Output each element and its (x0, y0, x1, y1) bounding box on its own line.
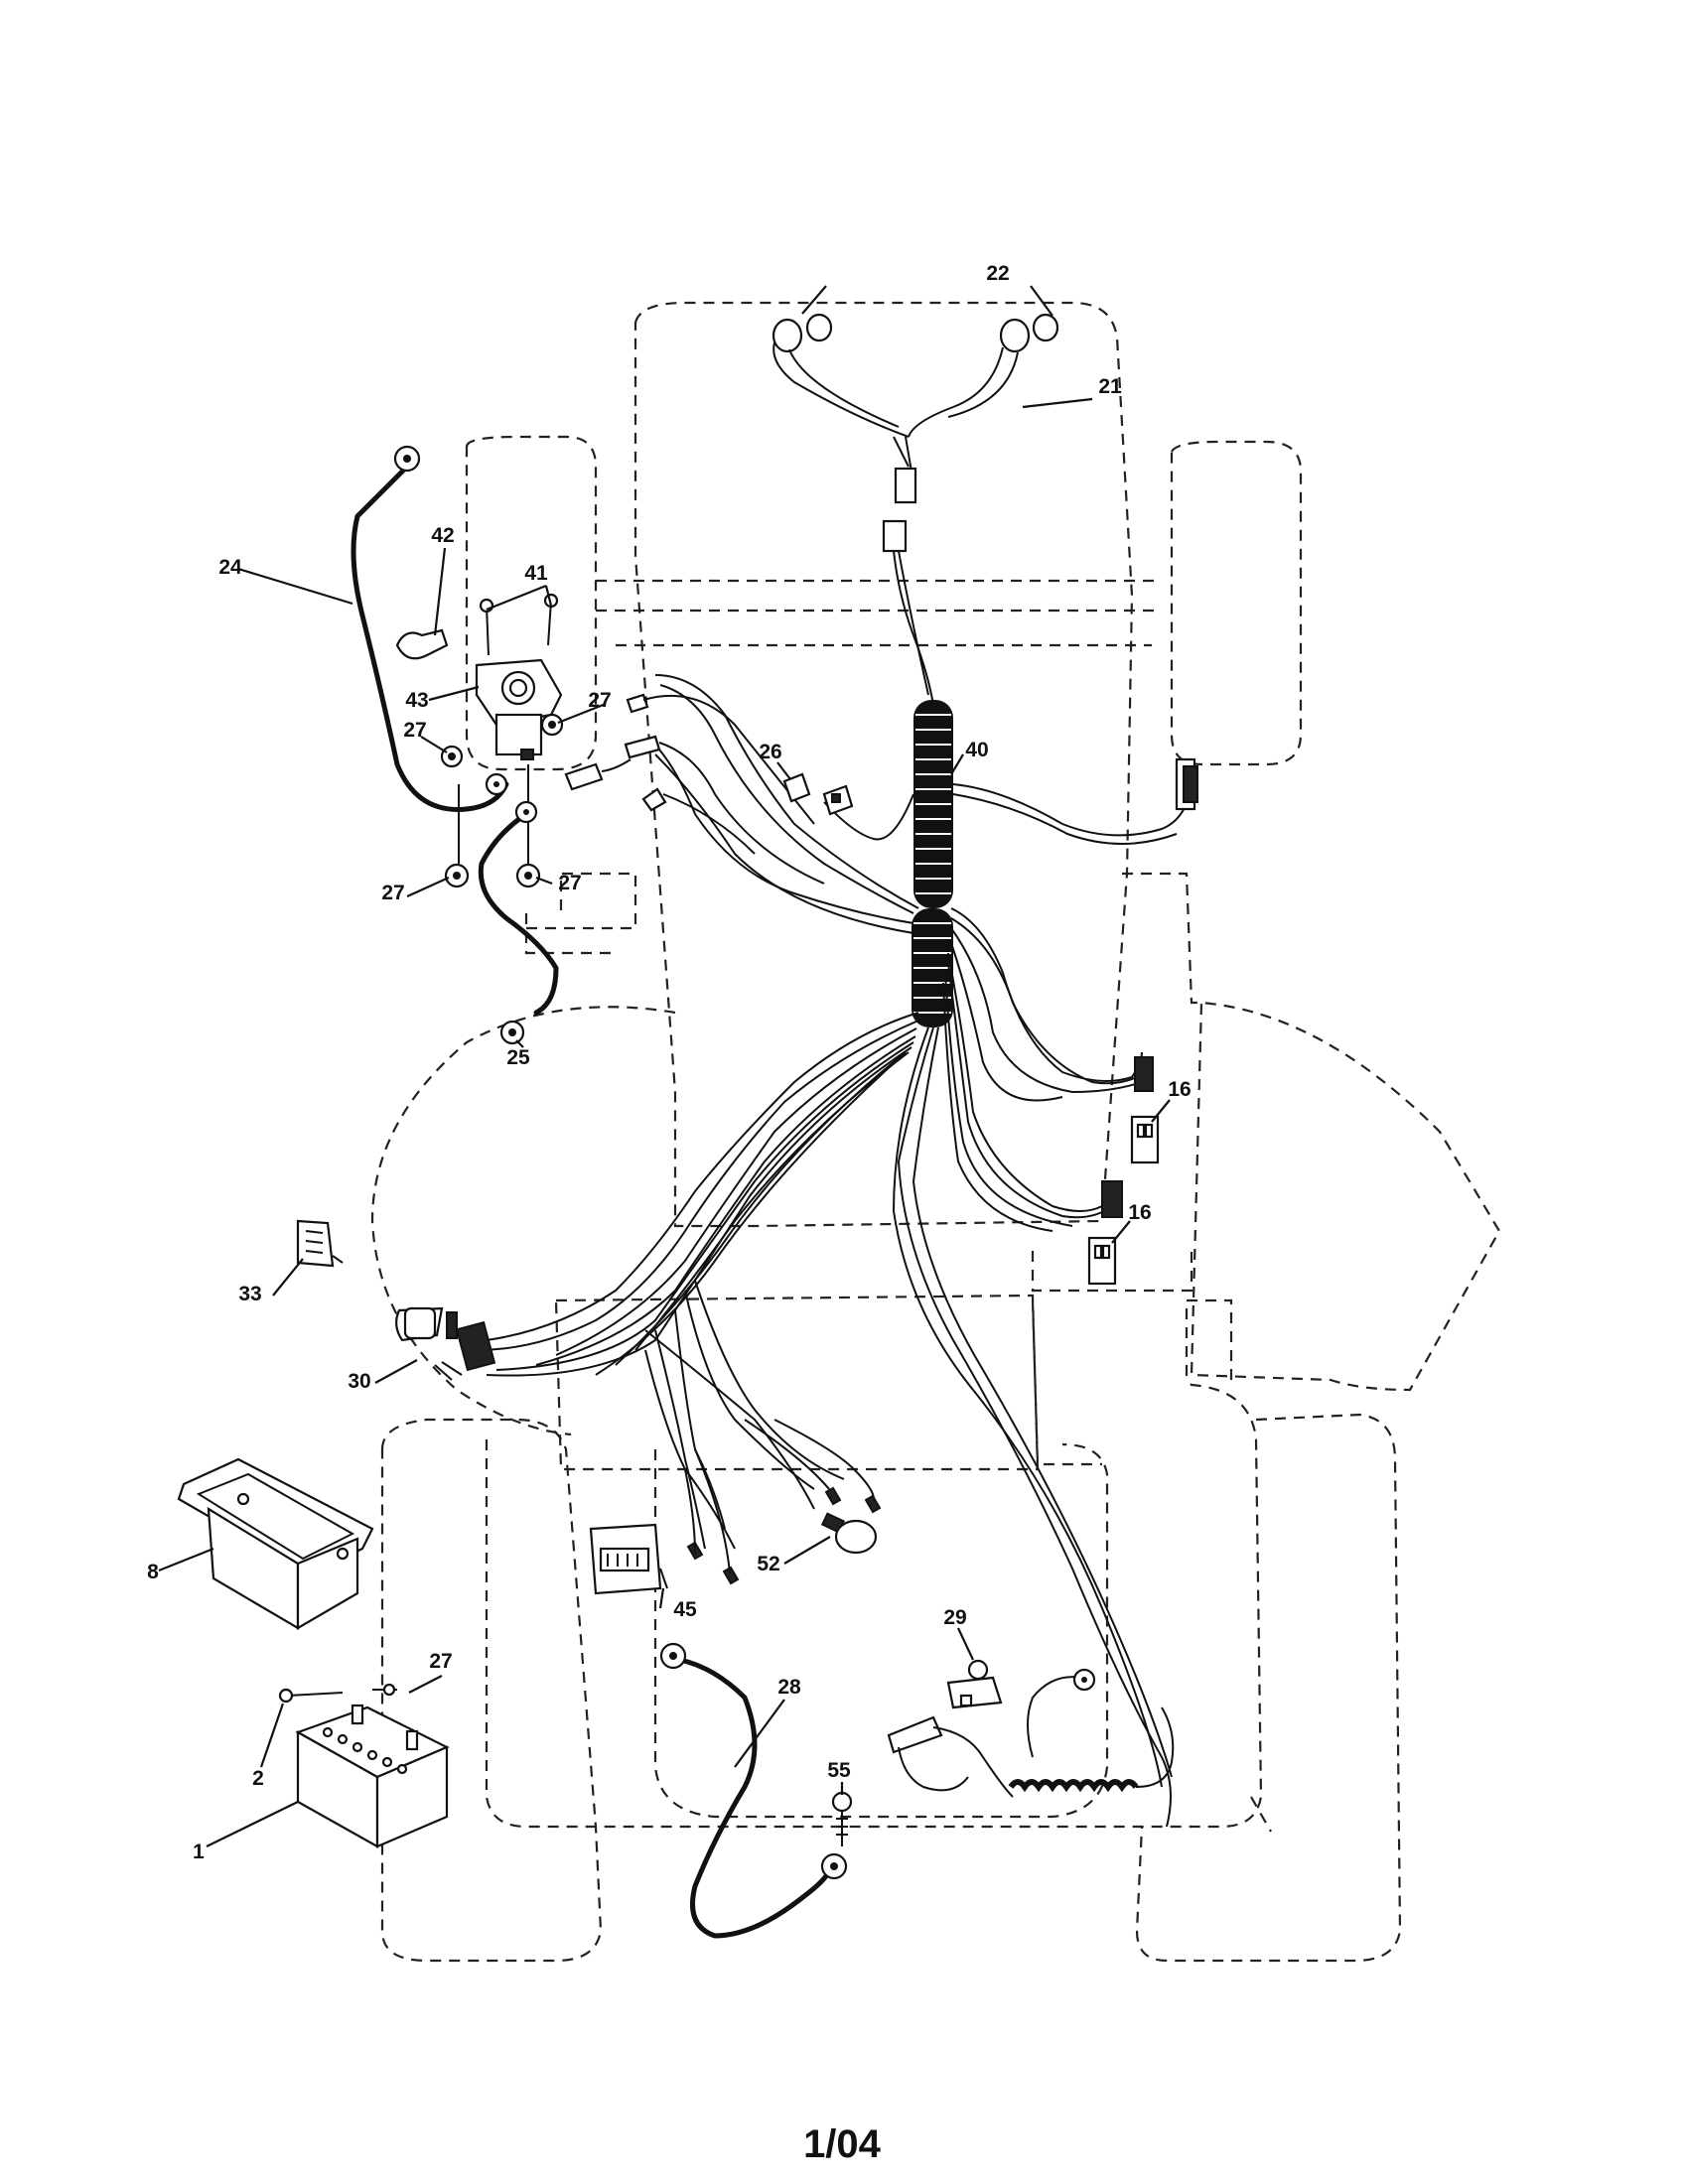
tractor-outline (370, 301, 1501, 1963)
solenoid-assembly (351, 445, 825, 1045)
lamp-52 (820, 1512, 878, 1555)
callout-43: 43 (405, 689, 428, 712)
convoluted-tube-lower (912, 908, 953, 1027)
switch-connector (887, 1715, 943, 1754)
callout-8: 8 (147, 1561, 159, 1583)
headlight-bulb-left (772, 318, 803, 353)
battery-1 (278, 1683, 450, 1848)
ground-cable-28 (659, 1642, 848, 1939)
callout-40: 40 (965, 739, 988, 761)
main-harness-bundle (649, 674, 1198, 1828)
battery-box-8 (177, 1457, 374, 1630)
seat-switch-plug-upper (1130, 1115, 1160, 1164)
fuse-holder-26 (782, 772, 854, 816)
terminal-bolt-2 (278, 1688, 294, 1704)
callout-22: 22 (986, 262, 1009, 285)
callout-27-right: 27 (588, 689, 611, 712)
callout-41: 41 (524, 562, 548, 585)
callout-16-upper: 16 (1168, 1078, 1191, 1101)
ignition-connector (455, 1320, 496, 1372)
headlight-bulb-right (999, 318, 1031, 353)
callout-26: 26 (759, 741, 781, 763)
callout-30: 30 (348, 1370, 370, 1393)
lamp-bulb (834, 1519, 878, 1555)
headlight-connector-socket (882, 519, 908, 553)
part-callouts: 22 21 24 42 41 43 27 27 27 27 25 26 40 1… (147, 262, 1192, 1863)
switch-29 (887, 1659, 1175, 1798)
callout-55: 55 (827, 1759, 851, 1782)
callout-42: 42 (431, 524, 454, 547)
callout-1: 1 (193, 1841, 205, 1863)
left-harness-branch (476, 1012, 919, 1585)
callout-2: 2 (252, 1767, 264, 1790)
callout-24: 24 (218, 556, 242, 579)
terminal-cover-clip (395, 628, 449, 660)
callout-29: 29 (943, 1606, 966, 1629)
callout-27-left: 27 (403, 719, 426, 742)
leader-lines (158, 285, 1171, 1847)
callout-27-lower-left: 27 (381, 882, 404, 904)
screw-55 (831, 1791, 853, 1846)
seat-switch-connector-upper (1134, 1056, 1154, 1092)
callout-21: 21 (1098, 375, 1122, 398)
callout-33: 33 (238, 1283, 261, 1305)
callout-28: 28 (777, 1676, 801, 1699)
ignition-switch-30 (395, 1306, 496, 1381)
hour-meter-45 (589, 1523, 668, 1595)
callout-27-battery: 27 (429, 1650, 452, 1673)
callout-52: 52 (757, 1553, 779, 1575)
callout-16-lower: 16 (1128, 1201, 1151, 1224)
callout-45: 45 (673, 1598, 697, 1621)
convoluted-tube-upper (913, 700, 953, 908)
callout-25: 25 (506, 1046, 530, 1069)
page-code: 1/04 (803, 2122, 881, 2166)
seat-switch-connector-lower (1101, 1180, 1123, 1218)
solenoid-body (494, 713, 543, 756)
regulator-33 (296, 1219, 344, 1268)
headlight-lamp-right (1032, 313, 1059, 342)
headlight-assembly (772, 313, 1059, 706)
headlight-connector-plug (894, 467, 917, 504)
headlight-lamp-left (805, 313, 833, 342)
callout-27-lower-right: 27 (558, 872, 581, 894)
